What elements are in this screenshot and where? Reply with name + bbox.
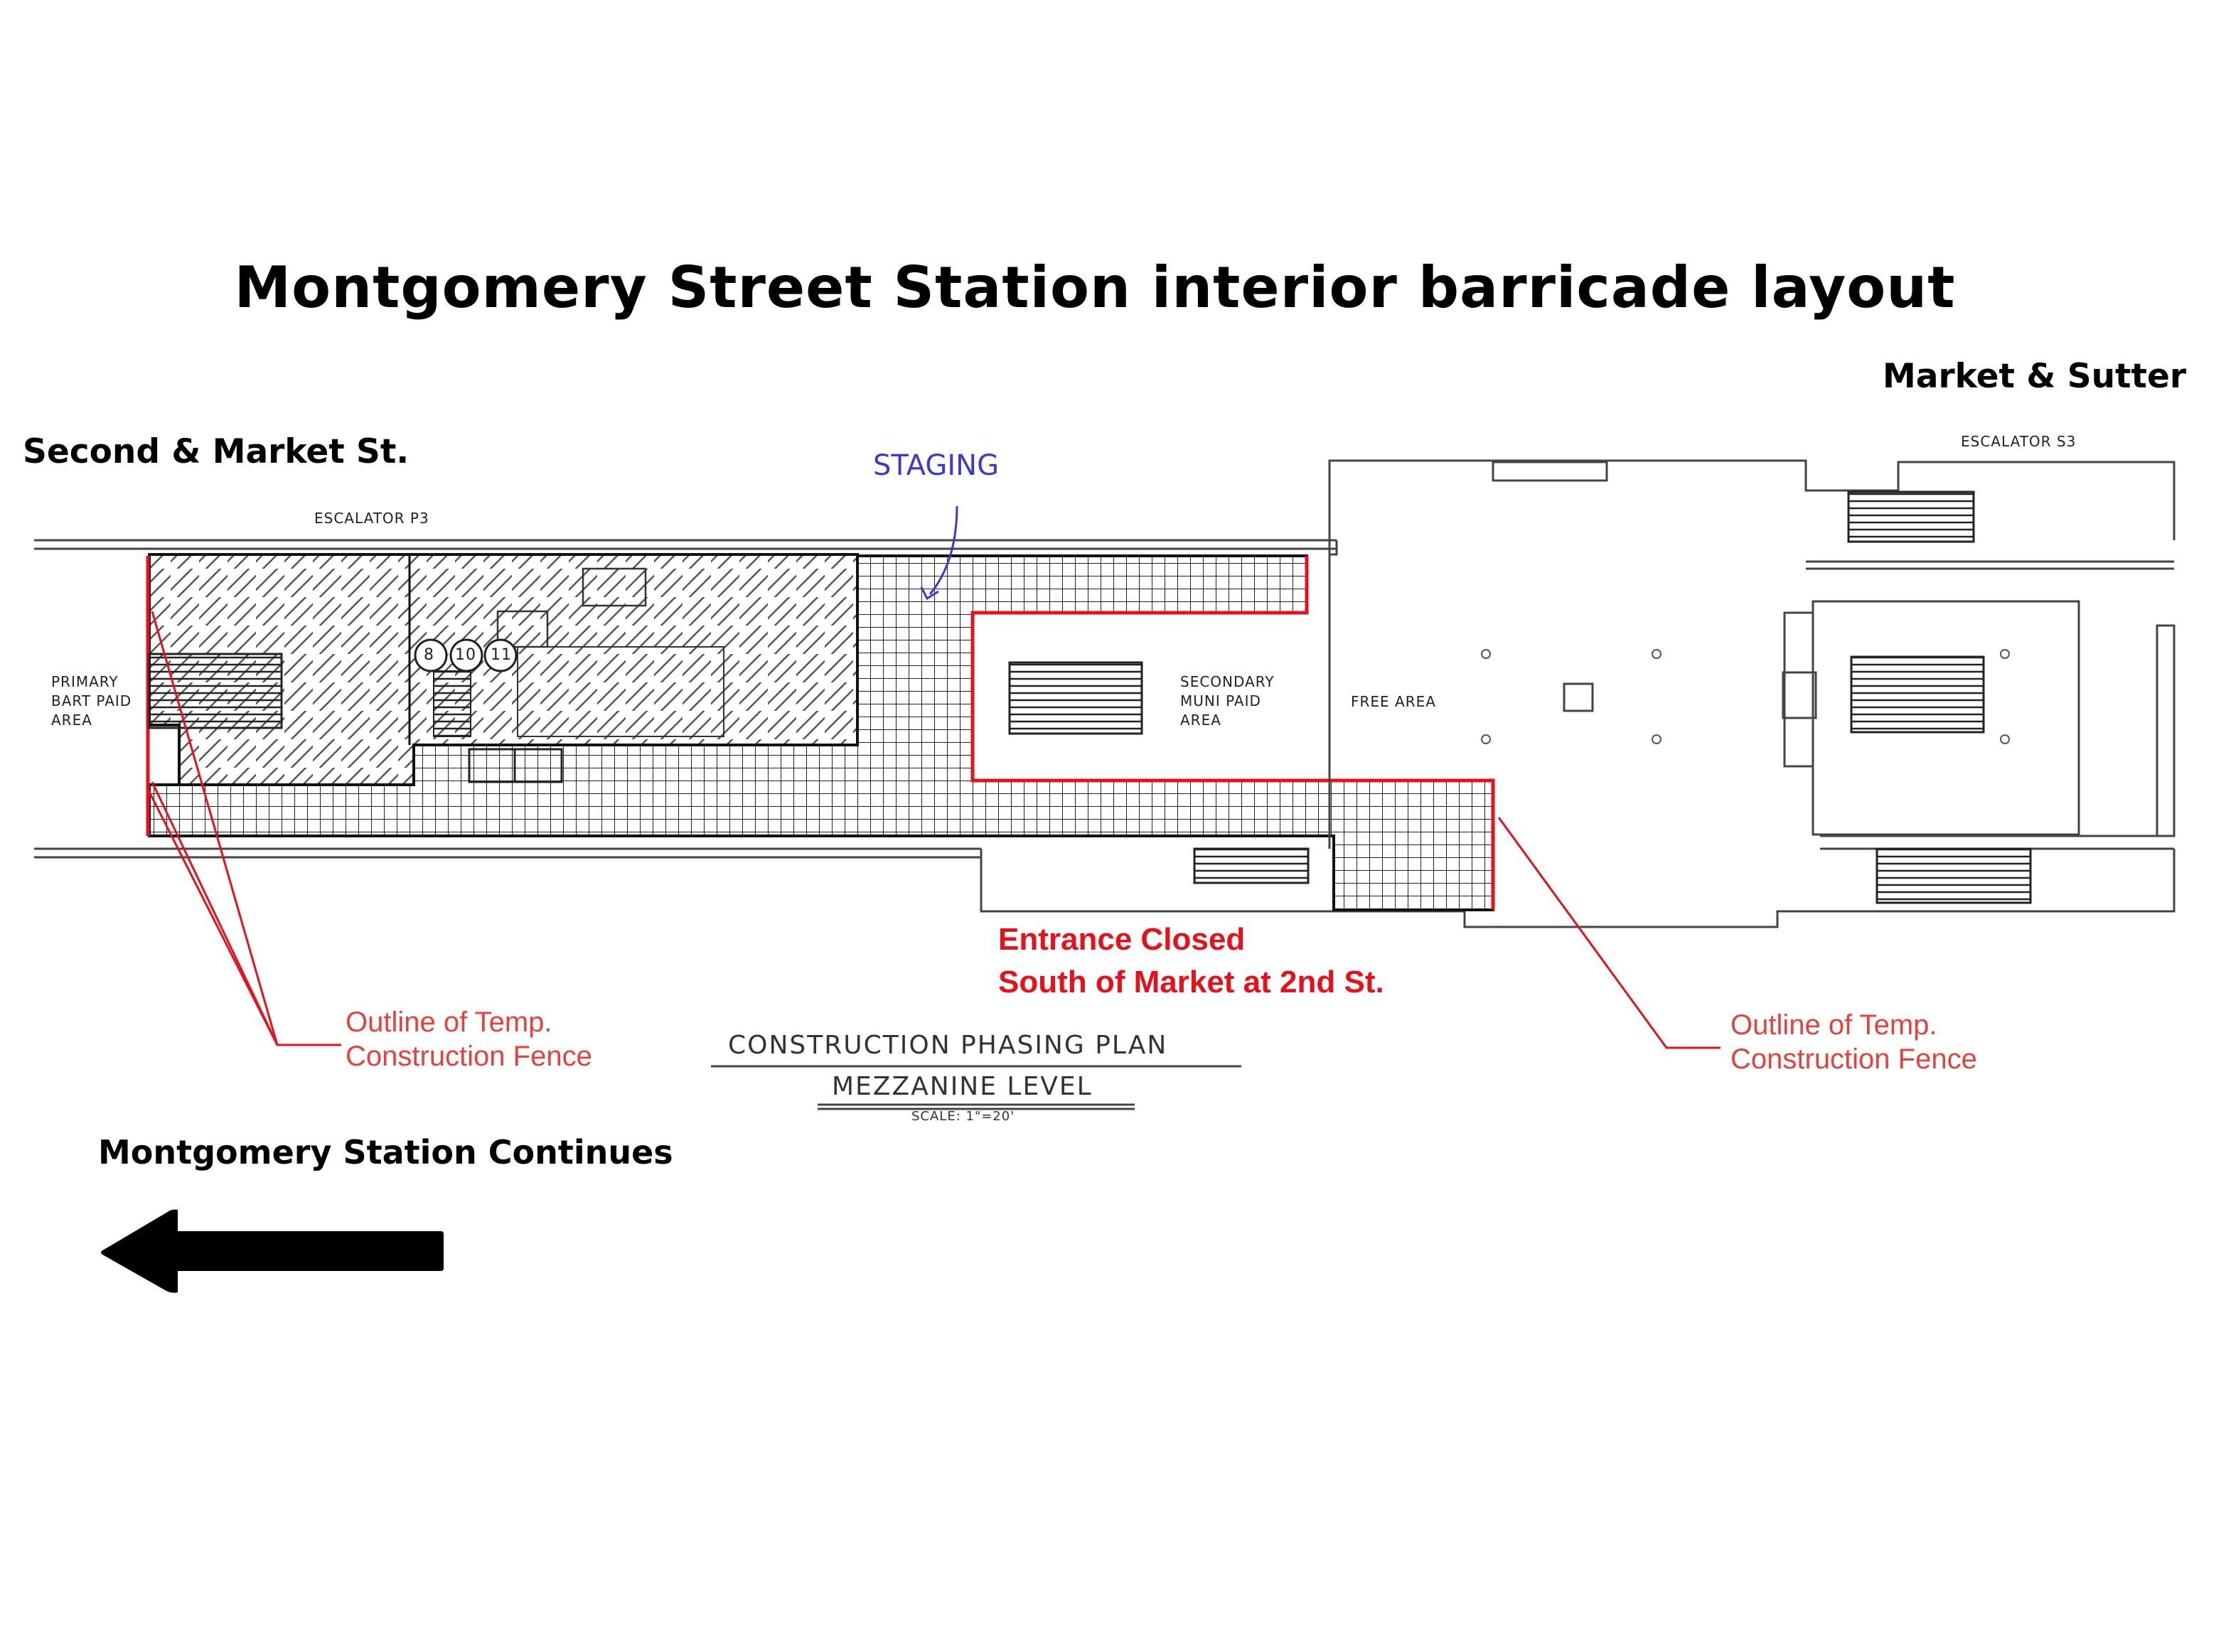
page-title: Montgomery Street Station interior barri…	[234, 254, 1956, 321]
fence-right-line1: Outline of Temp.	[1730, 1009, 1937, 1041]
primary-area-label-1: PRIMARY	[51, 673, 119, 690]
continues-label: Montgomery Station Continues	[98, 1133, 673, 1171]
arrow-left-icon	[101, 1209, 444, 1293]
escalator-s3	[1847, 490, 1975, 543]
entrance-closed-line1: Entrance Closed	[998, 922, 1246, 957]
station-right-structure	[1328, 461, 2176, 849]
escalator-p3-label: ESCALATOR P3	[314, 510, 429, 527]
escalator-lower	[1193, 847, 1310, 884]
fence-leader-lines	[146, 611, 1721, 1049]
marker-8: 8	[424, 646, 434, 664]
escalator-south	[1875, 847, 2032, 904]
secondary-area-label-1: SECONDARY	[1180, 673, 1275, 690]
entrance-closed-note: Entrance Closed South of Market at 2nd S…	[998, 918, 1384, 1004]
corridor-walls	[34, 459, 2176, 928]
marker-10: 10	[455, 646, 476, 664]
secondary-area-label-3: AREA	[1180, 712, 1221, 729]
staging-arrow	[920, 505, 958, 601]
secondary-area-label-2: MUNI PAID	[1180, 692, 1261, 709]
plan-title: CONSTRUCTION PHASING PLAN	[728, 1031, 1168, 1060]
plan-scale: SCALE: 1"=20'	[911, 1109, 1015, 1124]
escalator-s3-label: ESCALATOR S3	[1961, 433, 2077, 450]
primary-area-label-2: BART PAID	[51, 692, 132, 709]
fence-left-line2: Construction Fence	[346, 1041, 592, 1072]
fence-right-line2: Construction Fence	[1730, 1044, 1977, 1075]
escalator-p3	[148, 653, 283, 729]
numbered-markers	[414, 638, 518, 672]
street-label-left: Second & Market St.	[23, 432, 410, 471]
staging-label: STAGING	[873, 449, 1000, 482]
street-label-right: Market & Sutter	[1883, 357, 2187, 396]
escalator-center	[1850, 655, 1985, 734]
primary-area-label-3: AREA	[51, 712, 92, 729]
fence-note-left: Outline of Temp. Construction Fence	[346, 1005, 592, 1073]
free-area-label: FREE AREA	[1351, 693, 1436, 710]
fence-note-right: Outline of Temp. Construction Fence	[1730, 1008, 1977, 1076]
entrance-closed-line2: South of Market at 2nd St.	[998, 965, 1384, 999]
escalator-secondary-1	[1008, 661, 1143, 735]
fence-left-line1: Outline of Temp.	[346, 1007, 552, 1038]
marker-11: 11	[491, 646, 512, 664]
plan-subtitle: MEZZANINE LEVEL	[832, 1072, 1093, 1101]
